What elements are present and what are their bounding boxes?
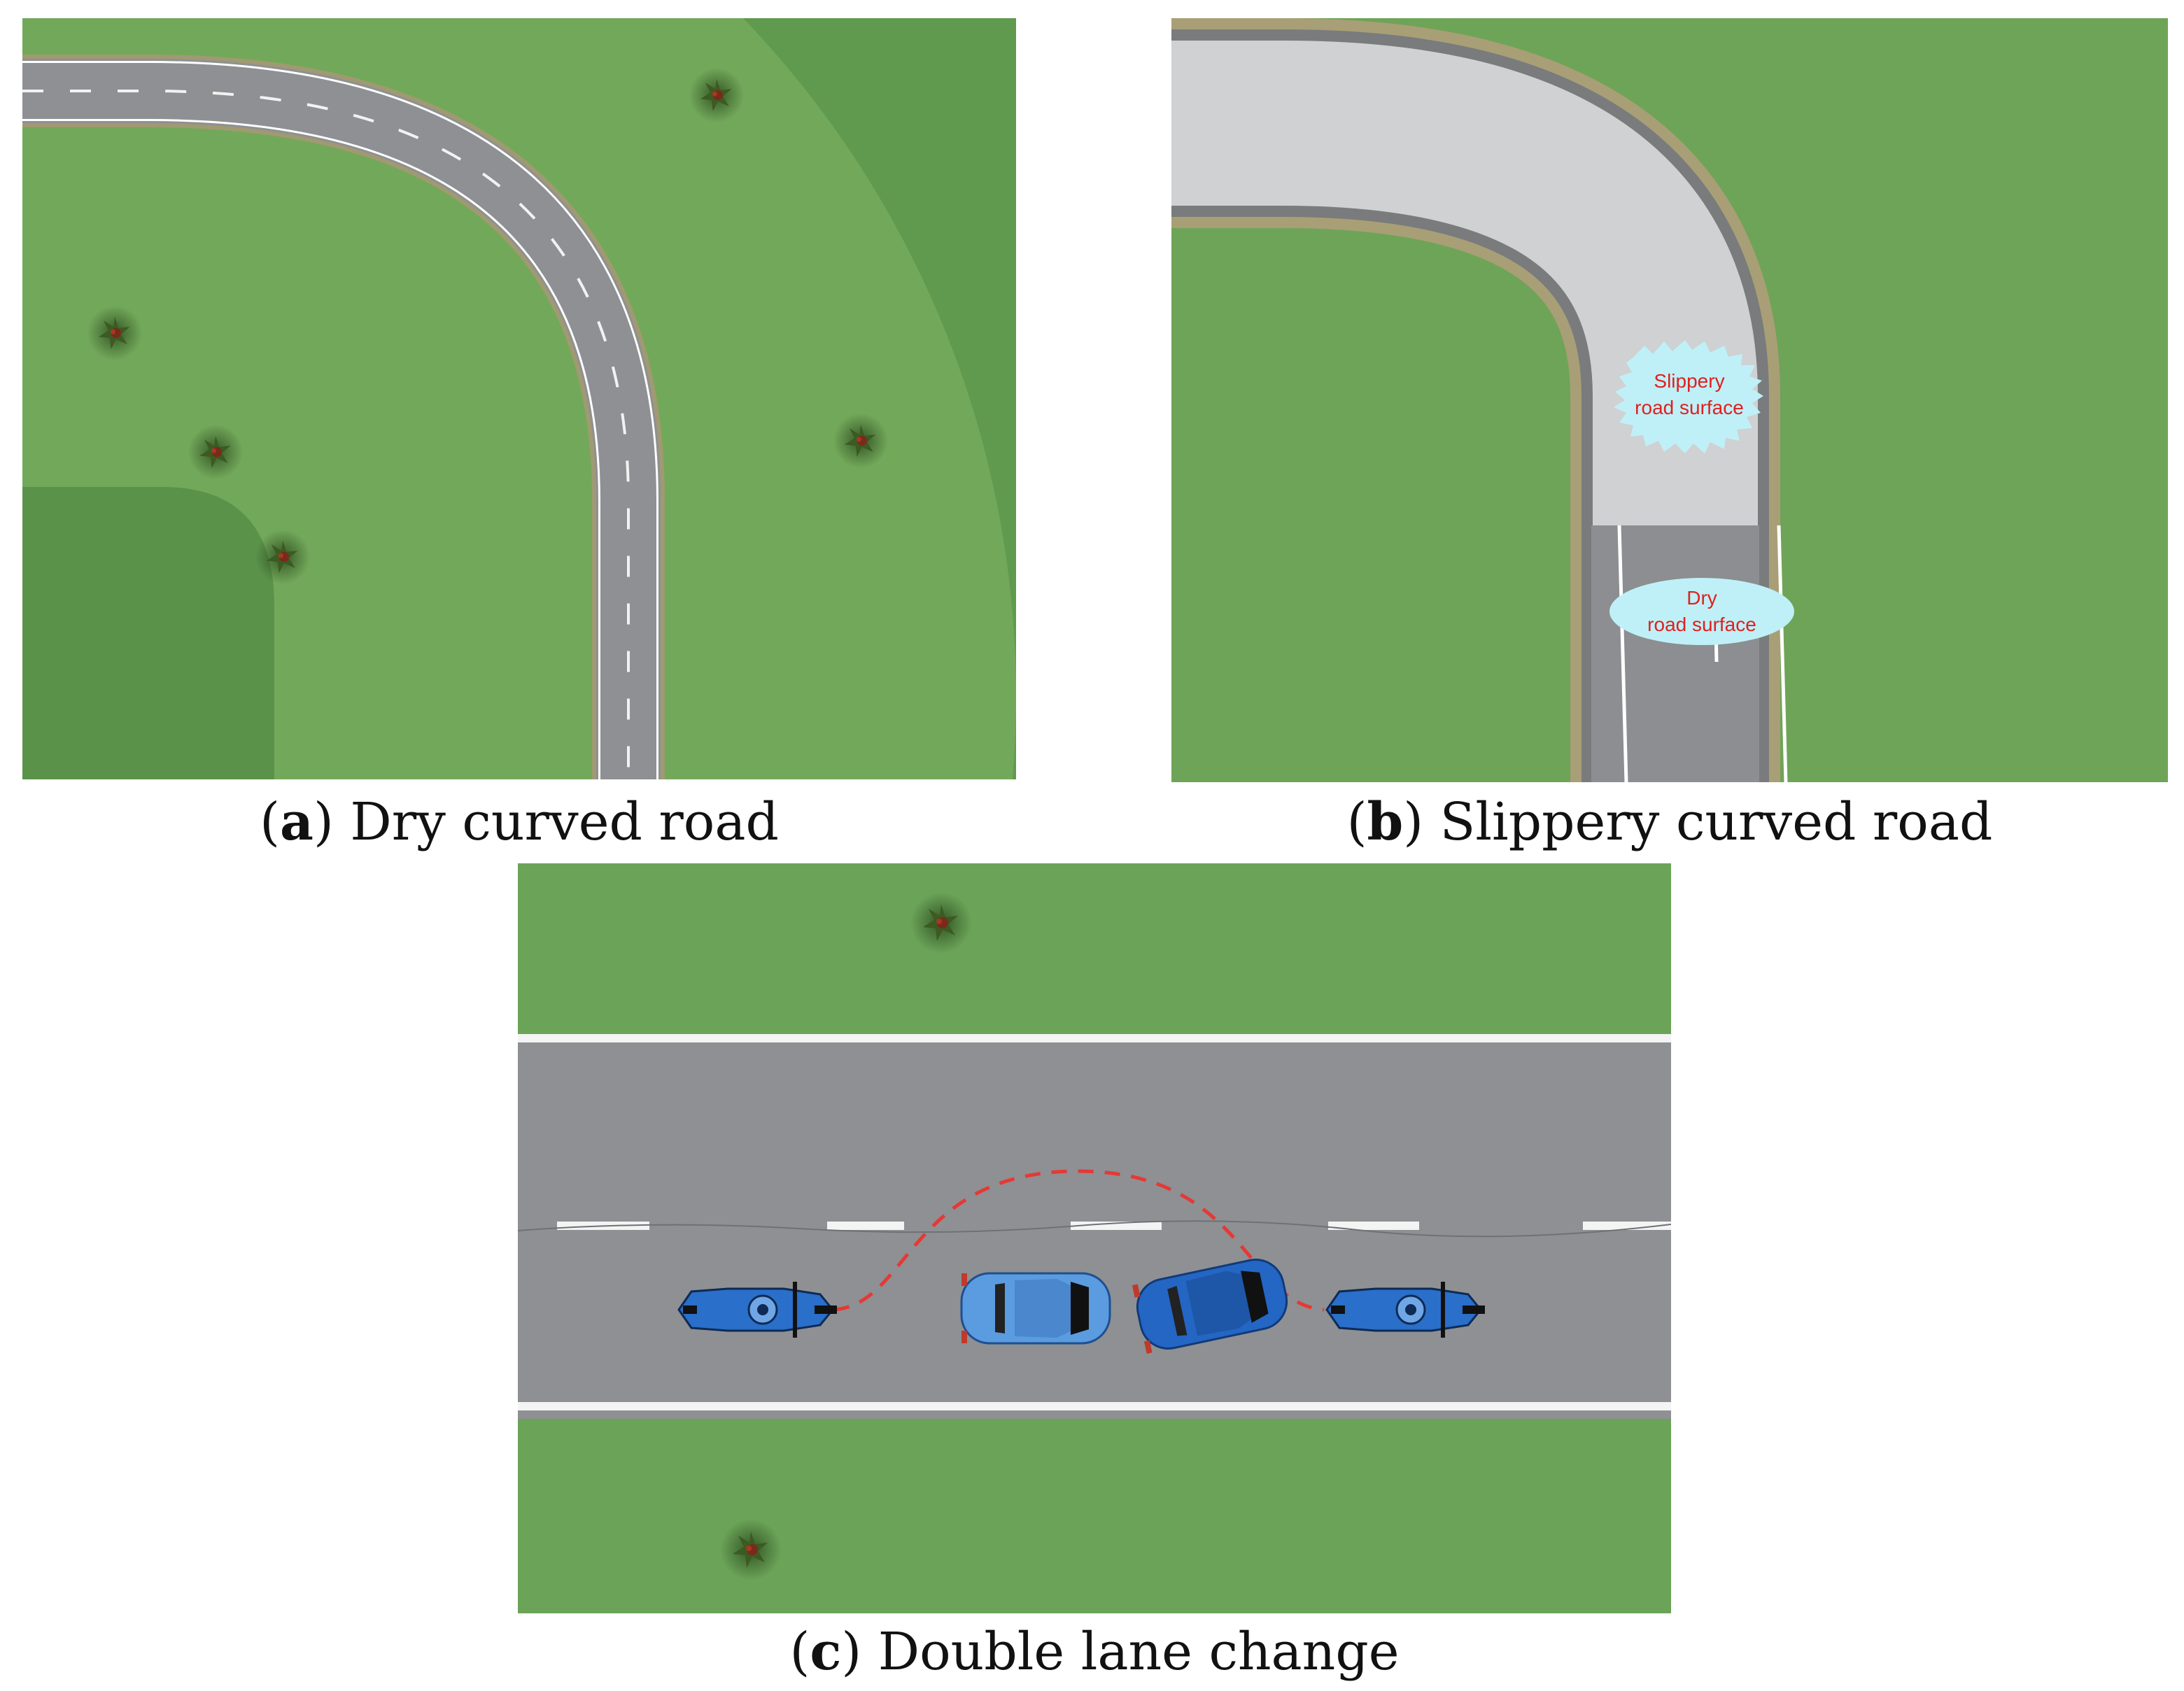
car-2-icon — [1132, 1258, 1288, 1354]
slippery-callout-line1: Slippery — [1654, 370, 1724, 392]
road-edge-line-top — [518, 1034, 1671, 1042]
grass-shade-region — [22, 487, 274, 779]
panel-slippery-curved-road: Slippery road surface Dry road surface — [1171, 18, 2168, 782]
road-centerline — [22, 90, 630, 779]
caption-text: Double lane change — [861, 1622, 1400, 1682]
panel-double-lane-change — [518, 863, 1671, 1613]
motorcycle-end-icon — [1325, 1282, 1485, 1338]
tree-icon — [833, 413, 889, 469]
road-edge-line — [1777, 525, 1788, 782]
caption-text: Dry curved road — [333, 792, 779, 852]
lane-dash — [1328, 1222, 1419, 1230]
tree-icon — [910, 892, 972, 954]
lane-dash — [1071, 1222, 1162, 1230]
slippery-callout-line2: road surface — [1635, 397, 1744, 418]
dry-callout-line1: Dry — [1686, 587, 1717, 609]
panel-dry-curved-road — [22, 18, 1016, 779]
road-crack — [518, 1220, 1671, 1238]
dry-callout-ellipse — [1609, 578, 1794, 645]
slippery-road-surface — [1171, 41, 1758, 782]
grass-shade-region — [743, 18, 1016, 779]
caption-b: (b) Slippery curved road — [1346, 792, 1993, 852]
tree-icon — [720, 1519, 782, 1580]
caption-letter: c — [810, 1622, 842, 1682]
lane-dash — [1583, 1222, 1671, 1230]
tree-icon — [188, 424, 244, 480]
caption-letter: b — [1367, 792, 1404, 852]
road-edge-line-bottom — [518, 1402, 1671, 1410]
scene-double-lane-change — [518, 863, 1671, 1613]
slippery-callout-burst — [1614, 340, 1763, 453]
dry-road-surface — [1591, 525, 1759, 782]
lane-dash — [827, 1222, 904, 1230]
dry-callout-line2: road surface — [1647, 614, 1756, 635]
caption-letter: a — [280, 792, 313, 852]
caption-text: Slippery curved road — [1423, 792, 1993, 852]
scene-slippery-curved-road: Slippery road surface Dry road surface — [1171, 18, 2168, 782]
tree-icon — [87, 305, 143, 361]
motorcycle-start-icon — [677, 1282, 837, 1338]
tree-icon — [255, 529, 311, 585]
road-edge-line — [1617, 525, 1628, 782]
scene-dry-curved-road — [22, 18, 1016, 779]
car-1-icon — [960, 1272, 1111, 1345]
caption-a: (a) Dry curved road — [260, 792, 779, 852]
tree-icon — [689, 67, 745, 123]
caption-c: (c) Double lane change — [789, 1622, 1400, 1682]
